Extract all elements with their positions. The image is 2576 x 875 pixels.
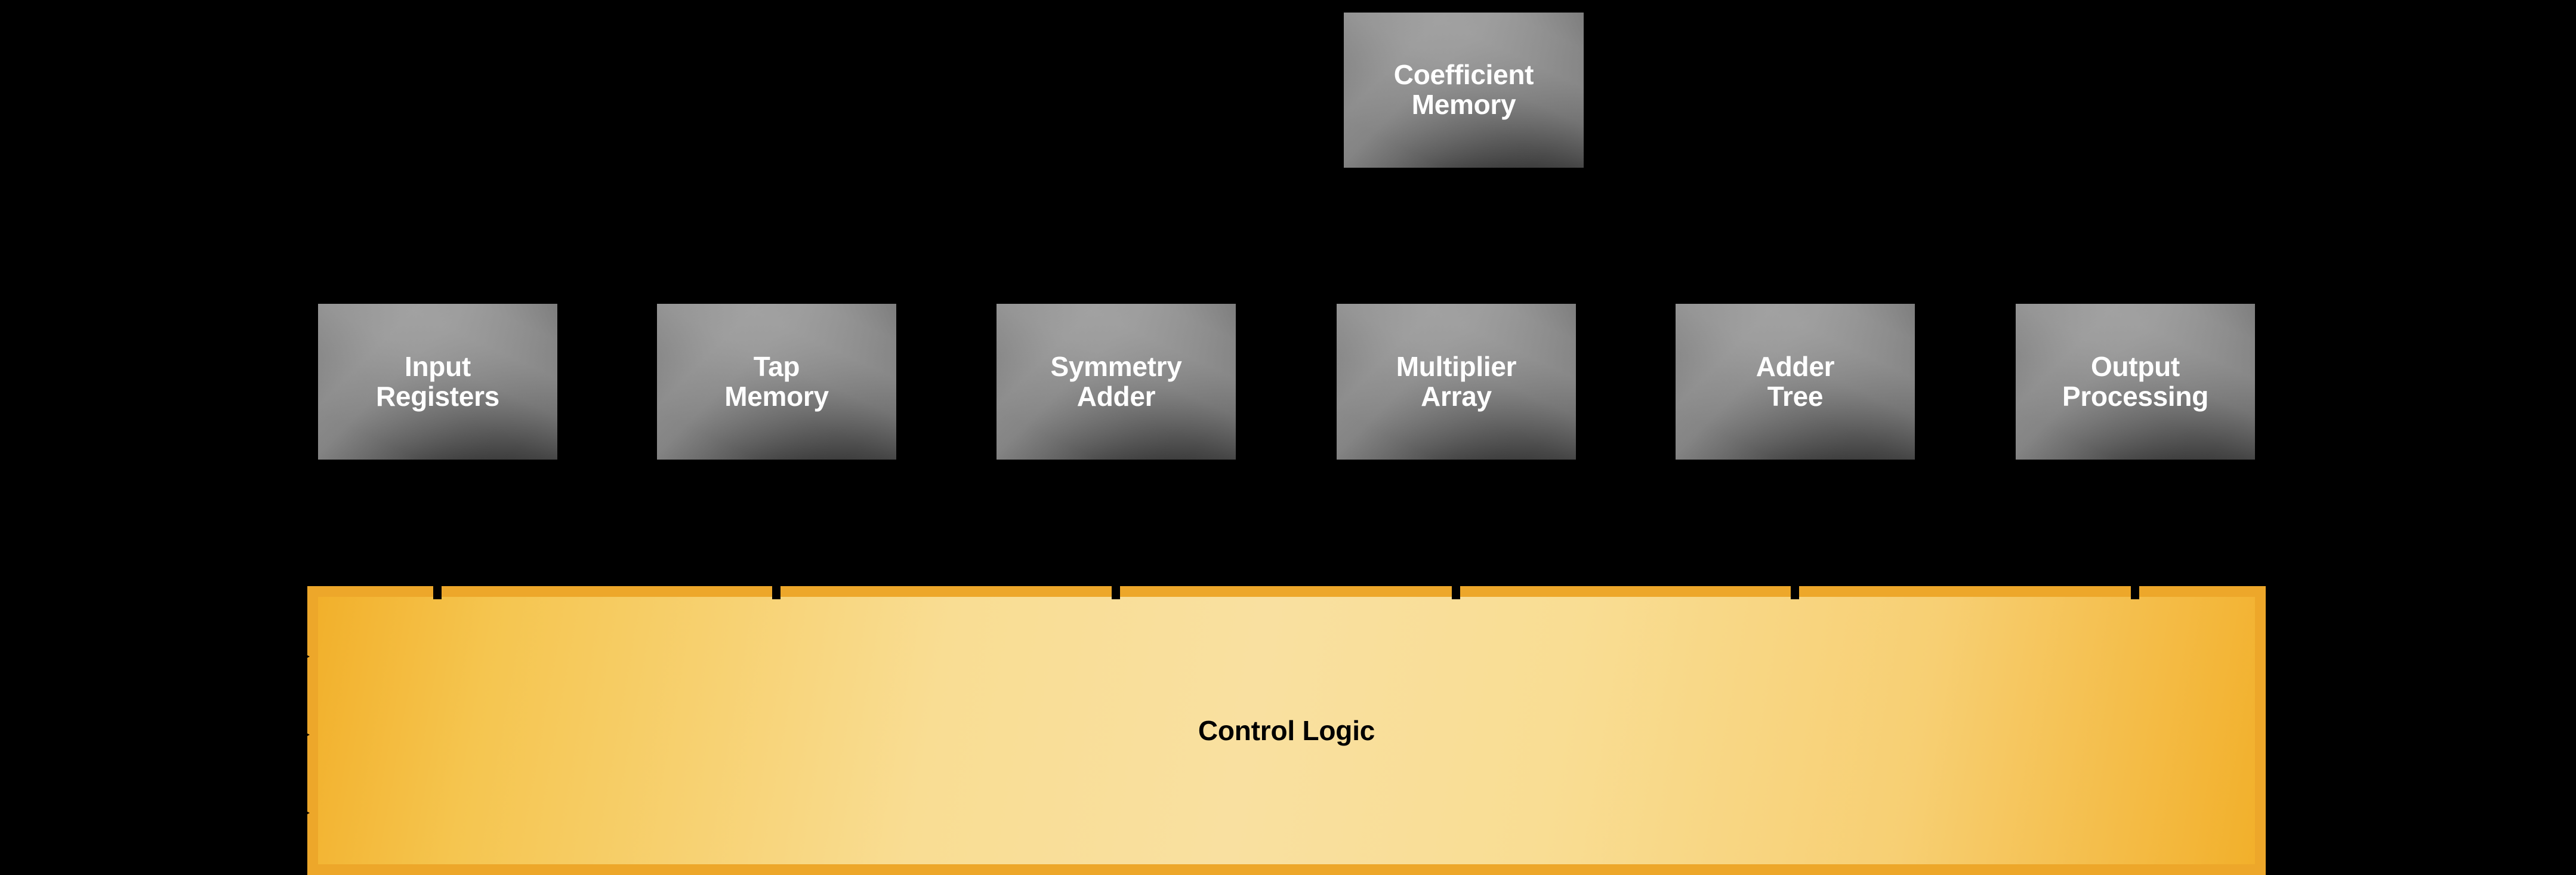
block-label-multiplier-array: Multiplier Array (1396, 350, 1517, 412)
connector-stub-top-5 (2131, 586, 2139, 599)
connector-stub-top-0 (433, 586, 442, 599)
block-label-symmetry-adder: Symmetry Adder (1050, 350, 1182, 412)
block-output-processing[interactable]: Output Processing (2016, 304, 2255, 460)
block-label-output-processing: Output Processing (2062, 350, 2208, 412)
connector-stub-top-3 (1452, 586, 1460, 599)
block-tap-memory[interactable]: Tap Memory (657, 304, 896, 460)
block-symmetry-adder[interactable]: Symmetry Adder (997, 304, 1236, 460)
connector-stub-top-4 (1791, 586, 1799, 599)
connector-stub-top-2 (1112, 586, 1120, 599)
block-coefficient-memory[interactable]: Coefficient Memory (1344, 13, 1584, 168)
block-multiplier-array[interactable]: Multiplier Array (1337, 304, 1576, 460)
block-label-adder-tree: Adder Tree (1756, 350, 1835, 412)
block-control-logic[interactable]: Control Logic (307, 586, 2266, 875)
block-label-control-logic: Control Logic (1198, 715, 1375, 746)
block-label-coefficient-memory: Coefficient Memory (1393, 59, 1534, 120)
connector-arrow-left-2 (302, 809, 310, 817)
block-adder-tree[interactable]: Adder Tree (1676, 304, 1915, 460)
connector-arrow-left-0 (302, 652, 310, 661)
block-input-registers[interactable]: Input Registers (318, 304, 557, 460)
block-label-input-registers: Input Registers (376, 350, 499, 412)
connector-arrow-left-1 (302, 731, 310, 739)
block-label-tap-memory: Tap Memory (724, 350, 829, 412)
connector-stub-top-1 (772, 586, 780, 599)
